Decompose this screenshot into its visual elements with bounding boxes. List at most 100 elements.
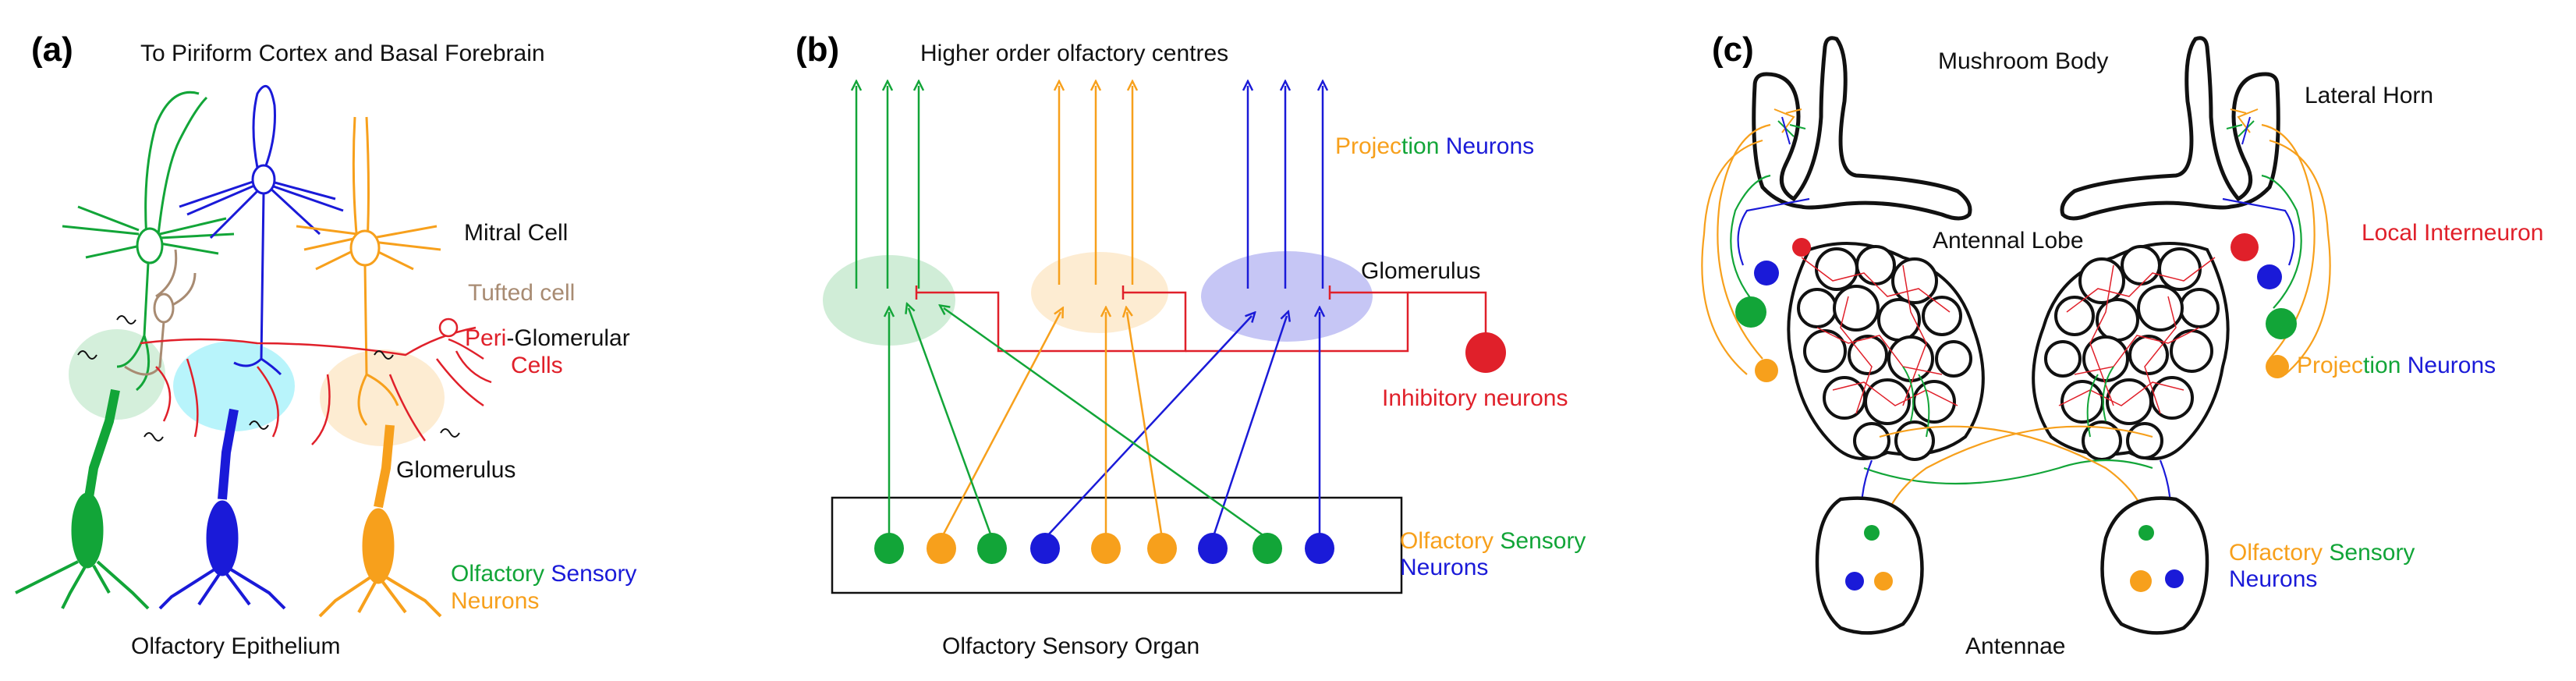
glomerulus-orange-b: [1031, 252, 1168, 333]
osn-cell-9: [1305, 533, 1334, 564]
periglomerular-label-line2: Cells: [511, 353, 563, 378]
local-interneuron-label: Local Interneuron: [2362, 220, 2544, 246]
osn-cell-5: [1091, 533, 1121, 564]
mushroom-body-right: [2060, 36, 2280, 221]
osn-cell-3: [977, 533, 1007, 564]
pn-soma-right-green: [2266, 308, 2297, 339]
panel-a-osn-label-line1: Olfactory Sensory: [451, 561, 636, 587]
synapse-marks: [77, 315, 460, 442]
panel-b-osn-word1: Olfactory: [1400, 528, 1494, 554]
projection-arrows-b: [856, 86, 1323, 289]
panel-b-proj-part2: tion: [1401, 133, 1439, 159]
panel-a-label: (a): [31, 30, 73, 69]
pn-soma-left-blue: [1754, 261, 1779, 286]
osn-cell-8: [1253, 533, 1282, 564]
panel-b-label: (b): [795, 30, 839, 69]
antennal-lobe-right: [2032, 242, 2230, 461]
sensory-organ-label: Olfactory Sensory Organ: [942, 633, 1199, 659]
osn-axon-7: [1211, 316, 1287, 539]
osn-axon-3: [909, 308, 994, 539]
pn-soma-left-green: [1735, 296, 1766, 328]
antenna-left-osn-blue: [1845, 572, 1864, 591]
antenna-left-osn-orange: [1874, 572, 1893, 591]
osn-green: [15, 388, 150, 610]
glomerulus-blob-orange: [320, 349, 445, 446]
panel-c-projection-label: Projection Neurons: [2297, 353, 2496, 378]
lobe-projection-green: [1902, 366, 2114, 438]
osn-cell-7: [1198, 533, 1228, 564]
peri-suffix: -Glomerular: [506, 325, 629, 351]
osn-cell-6: [1147, 533, 1177, 564]
panel-c-osn-word2: Sensory: [2329, 540, 2415, 566]
panel-a-osn-label-line2: Neurons: [451, 588, 539, 614]
panel-b-title: Higher order olfactory centres: [920, 41, 1228, 66]
osn-cell-2: [927, 533, 956, 564]
panel-b-osn-label-line2: Neurons: [1400, 555, 1488, 580]
panel-b-proj-part1: Projec: [1335, 133, 1401, 159]
panel-c-label: (c): [1712, 30, 1754, 69]
mitral-cell-label: Mitral Cell: [464, 220, 568, 246]
osn-axon-4: [1044, 316, 1252, 539]
sensory-organ-box: [831, 496, 1403, 594]
pn-soma-left-orange: [1755, 359, 1778, 382]
panel-b: (b) Higher order olfactory centres: [795, 30, 1586, 659]
mushroom-body-label: Mushroom Body: [1938, 48, 2108, 74]
antenna-right-osn-green: [2138, 525, 2154, 541]
panel-c: (c) Mushroom Body Lateral Horn Antennal …: [1701, 30, 2544, 659]
panel-a-osn-word1: Olfactory: [451, 561, 544, 587]
periglomerular-label-line1: Peri-Glomerular: [465, 325, 630, 351]
antennal-lobe-label: Antennal Lobe: [1933, 228, 2084, 254]
osn-cells-b: [874, 533, 1334, 564]
antennae-label: Antennae: [1965, 633, 2065, 659]
panel-b-osn-label-line1: Olfactory Sensory: [1400, 528, 1586, 554]
osn-cell-1: [874, 533, 904, 564]
panel-c-osn-word1: Olfactory: [2229, 540, 2323, 566]
tufted-cell-label: Tufted cell: [468, 280, 575, 306]
glomerulus-blue-b: [1201, 251, 1373, 342]
antenna-left: [1815, 496, 1924, 635]
inhibitory-circuit: [915, 286, 1487, 353]
orange-mitral-cell: [296, 116, 441, 426]
pn-soma-right-orange: [2266, 355, 2289, 378]
antenna-left-osn-green: [1864, 525, 1880, 541]
osn-axon-6: [1127, 312, 1164, 539]
antenna-right: [2100, 496, 2209, 635]
tufted-cell: [124, 249, 197, 376]
pn-soma-right-blue: [2257, 264, 2282, 289]
panel-a: (a) To Piriform Cortex and Basal Forebra…: [15, 30, 636, 659]
ln-soma-left: [1792, 238, 1811, 257]
antenna-right-osn-blue: [2165, 569, 2184, 588]
osn-axon-8: [944, 308, 1268, 540]
osn-blue: [158, 408, 286, 610]
blue-mitral-cell: [179, 84, 344, 376]
glomerulus-blob-cyan: [173, 341, 295, 431]
panel-c-osn-label-line1: Olfactory Sensory: [2229, 540, 2415, 566]
epithelium-label: Olfactory Epithelium: [131, 633, 340, 659]
peri-prefix: Peri: [465, 325, 506, 351]
panel-a-title: To Piriform Cortex and Basal Forebrain: [140, 41, 545, 66]
lateral-horn-arbors: [1773, 108, 2259, 145]
panel-c-proj-part3: Neurons: [2408, 353, 2496, 378]
panel-c-osn-label-line2: Neurons: [2229, 566, 2317, 592]
ln-soma-right: [2231, 233, 2259, 261]
inhibitory-neuron: [1465, 332, 1506, 373]
glomerulus-blob-green: [69, 329, 165, 420]
osn-orange: [318, 424, 442, 618]
osn-cell-4: [1030, 533, 1060, 564]
antennal-lobe-left: [1787, 242, 1985, 461]
lateral-horn-label: Lateral Horn: [2305, 83, 2433, 108]
panel-a-glomerulus-label: Glomerulus: [396, 457, 516, 483]
panel-b-osn-word2: Sensory: [1500, 528, 1586, 554]
mushroom-body-left: [1752, 36, 1972, 221]
panel-c-proj-part2: tion: [2363, 353, 2401, 378]
panel-b-proj-part3: Neurons: [1446, 133, 1534, 159]
local-interneuron-arbor: [1801, 257, 2216, 414]
panel-b-glomerulus-label: Glomerulus: [1361, 258, 1480, 284]
panel-b-projection-label: Projection Neurons: [1335, 133, 1534, 159]
panel-c-proj-part1: Projec: [2297, 353, 2363, 378]
antenna-right-osn-orange: [2130, 570, 2152, 592]
inhibitory-label: Inhibitory neurons: [1382, 385, 1568, 411]
panel-a-osn-word2: Sensory: [551, 561, 636, 587]
osn-axon-2: [940, 312, 1061, 539]
